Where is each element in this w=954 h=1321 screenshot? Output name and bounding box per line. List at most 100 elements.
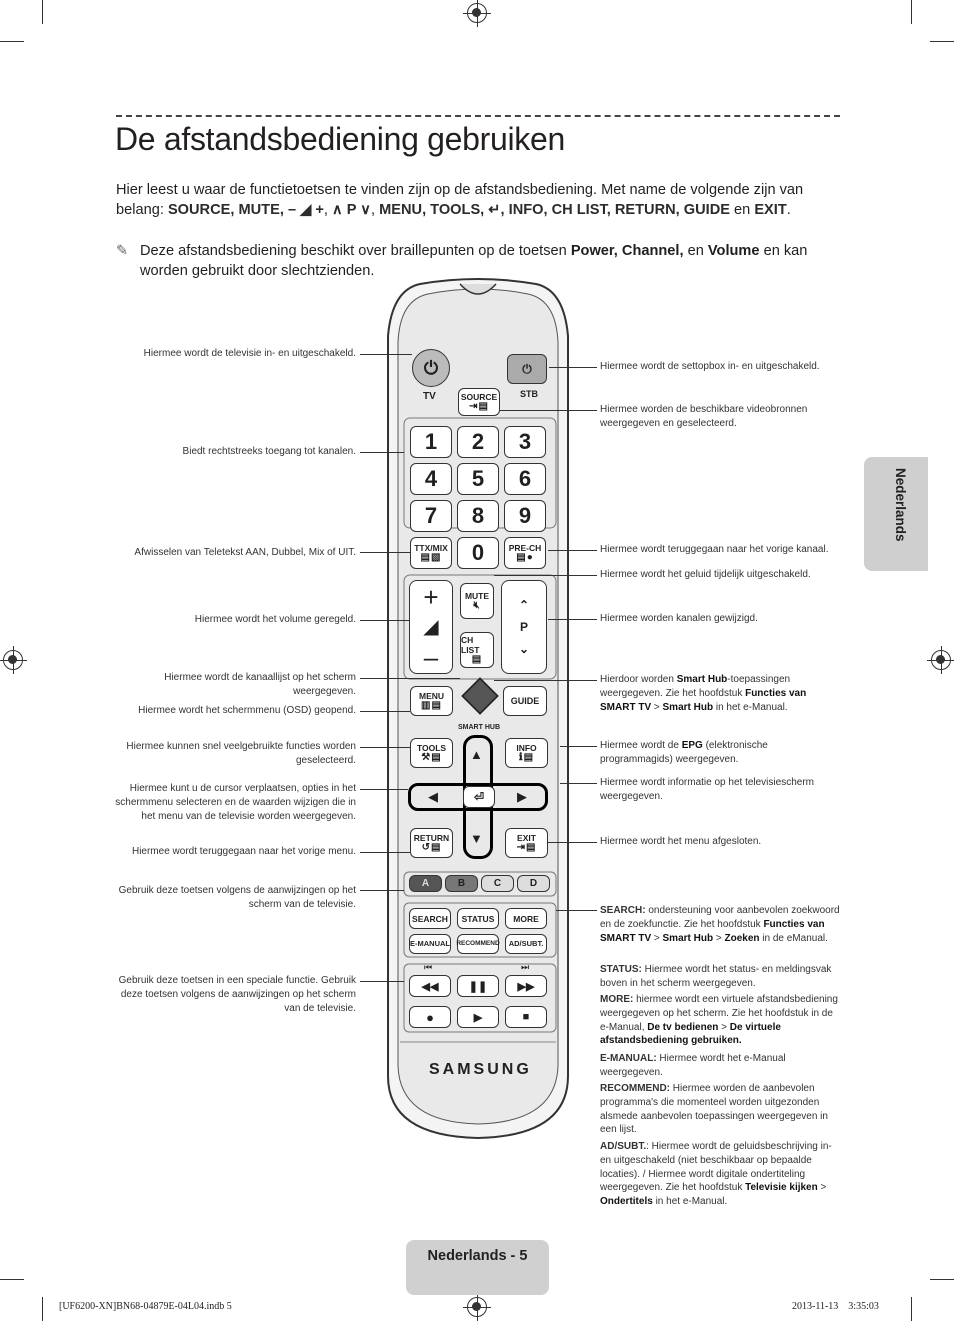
- volume-key-icon: – ◢ +: [288, 202, 324, 218]
- digit-1-button[interactable]: 1: [410, 426, 452, 458]
- registration-mark-icon: [467, 3, 487, 23]
- guide-button[interactable]: GUIDE: [503, 686, 547, 716]
- crop-mark: [42, 1297, 43, 1321]
- recommend-button[interactable]: RECOMMEND: [457, 934, 499, 954]
- menu-button[interactable]: MENU▥▤: [410, 686, 453, 716]
- tv-label: TV: [423, 391, 436, 402]
- label-power: Hiermee wordt de televisie in- en uitges…: [110, 347, 356, 361]
- skip-forward-icon: ⏭: [521, 962, 529, 973]
- digit-6-button[interactable]: 6: [504, 463, 546, 495]
- more-button[interactable]: MORE: [505, 908, 547, 929]
- return-button[interactable]: RETURN↺▤: [410, 828, 453, 858]
- label-more: MORE: hiermee wordt een virtuele afstand…: [600, 993, 844, 1048]
- color-button-c[interactable]: C: [481, 875, 514, 892]
- digit-7-button[interactable]: 7: [410, 500, 452, 532]
- crop-mark: [930, 41, 954, 42]
- record-button[interactable]: ●: [409, 1006, 451, 1028]
- ttx-mix-button[interactable]: TTX/MIX▤▧: [410, 537, 452, 569]
- digit-2-button[interactable]: 2: [457, 426, 499, 458]
- label-text: >: [818, 1182, 827, 1193]
- stb-power-button[interactable]: ⏻: [507, 354, 547, 384]
- fast-forward-button[interactable]: ▶▶: [505, 975, 547, 997]
- digit-0-button[interactable]: 0: [457, 537, 499, 569]
- color-button-d[interactable]: D: [517, 875, 550, 892]
- label-text: >: [718, 1022, 729, 1033]
- tools-button[interactable]: TOOLS⚒▤: [410, 738, 453, 768]
- tv-power-button[interactable]: ⏻: [412, 349, 450, 387]
- label-stb: Hiermee wordt de settopbox in- en uitges…: [600, 360, 840, 374]
- ch-list-button[interactable]: CH LIST▤: [460, 632, 494, 668]
- digit-8-button[interactable]: 8: [457, 500, 499, 532]
- mute-button[interactable]: MUTE🔇︎: [460, 583, 494, 619]
- stb-label: STB: [520, 389, 538, 399]
- play-button[interactable]: ▶: [457, 1006, 499, 1028]
- leader-line: [560, 783, 597, 784]
- volume-rocker[interactable]: +◢–: [409, 580, 453, 674]
- label-text: >: [651, 702, 662, 713]
- leader-line: [360, 747, 410, 748]
- label-chlist: Hiermee wordt de kanaallijst op het sche…: [136, 671, 356, 699]
- info-icon: ℹ▤: [519, 753, 534, 763]
- digit-4-button[interactable]: 4: [410, 463, 452, 495]
- stop-button[interactable]: ■: [505, 1006, 547, 1028]
- e-manual-button[interactable]: E-MANUAL: [409, 934, 451, 954]
- label-text: >: [651, 933, 662, 944]
- rewind-button[interactable]: ◀◀: [409, 975, 451, 997]
- status-button[interactable]: STATUS: [457, 908, 499, 929]
- crop-mark: [0, 41, 24, 42]
- label-e-manual: E-MANUAL: Hiermee wordt het e-Manual wee…: [600, 1052, 840, 1080]
- digit-5-button[interactable]: 5: [457, 463, 499, 495]
- leader-line: [360, 354, 412, 355]
- label-media-keys: Gebruik deze toetsen in een speciale fun…: [106, 974, 356, 1015]
- intro-keys: , INFO, CH LIST, RETURN, GUIDE: [501, 202, 730, 218]
- leader-line: [360, 552, 410, 553]
- skip-back-icon: ⏮: [424, 962, 432, 973]
- exit-button[interactable]: EXIT⇥▤: [505, 828, 548, 858]
- print-file-info: [UF6200-XN]BN68-04879E-04L04.indb 5: [59, 1301, 232, 1312]
- channel-rocker[interactable]: ⌃P⌄: [501, 580, 547, 674]
- leader-line: [360, 981, 404, 982]
- volume-level-icon: ◢: [423, 612, 438, 642]
- search-button[interactable]: SEARCH: [409, 908, 451, 929]
- pre-ch-button[interactable]: PRE-CH▤●: [504, 537, 546, 569]
- up-arrow-button[interactable]: ▲: [470, 747, 483, 762]
- digit-3-button[interactable]: 3: [504, 426, 546, 458]
- label-ref: De tv bedienen: [647, 1022, 718, 1033]
- leader-line: [500, 410, 597, 411]
- ad-subt-button[interactable]: AD/SUBT.: [505, 934, 547, 954]
- crop-mark: [930, 1279, 954, 1280]
- leader-line: [560, 746, 597, 747]
- label-search: SEARCH: ondersteuning voor aanbevolen zo…: [600, 904, 840, 945]
- leader-line: [360, 711, 410, 712]
- crop-mark: [911, 0, 912, 24]
- label-text: >: [713, 933, 724, 944]
- prech-icon: ▤●: [516, 553, 534, 563]
- right-arrow-button[interactable]: ▶: [517, 789, 527, 805]
- down-arrow-button[interactable]: ▼: [470, 831, 483, 846]
- label-color-keys: Gebruik deze toetsen volgens de aanwijzi…: [106, 884, 356, 912]
- left-arrow-button[interactable]: ◀: [428, 789, 438, 805]
- leader-line: [360, 452, 404, 453]
- note-conjunction: en: [684, 243, 708, 259]
- label-key: E-MANUAL:: [600, 1053, 657, 1064]
- leader-line: [494, 575, 597, 576]
- enter-key-icon: ↵: [488, 202, 500, 218]
- label-key: SEARCH:: [600, 905, 646, 916]
- registration-mark-icon: [467, 1297, 487, 1317]
- digit-9-button[interactable]: 9: [504, 500, 546, 532]
- leader-line: [494, 680, 597, 681]
- leader-line: [360, 678, 460, 679]
- source-button[interactable]: SOURCE⇥▤: [458, 388, 500, 416]
- label-mute: Hiermee wordt het geluid tijdelijk uitge…: [600, 568, 840, 582]
- pause-button[interactable]: ❚❚: [457, 975, 499, 997]
- menu-icon: ▥▤: [421, 701, 442, 711]
- label-key: RECOMMEND:: [600, 1083, 670, 1094]
- color-button-b[interactable]: B: [445, 875, 478, 892]
- print-timestamp: 2013-11-13 3:35:03: [792, 1301, 879, 1312]
- note-keys: Power, Channel,: [571, 243, 684, 259]
- color-button-a[interactable]: A: [409, 875, 442, 892]
- enter-button[interactable]: ⏎: [463, 786, 495, 808]
- note-text: Deze afstandsbediening beschikt over bra…: [140, 243, 571, 259]
- intro-separator: ,: [371, 202, 379, 218]
